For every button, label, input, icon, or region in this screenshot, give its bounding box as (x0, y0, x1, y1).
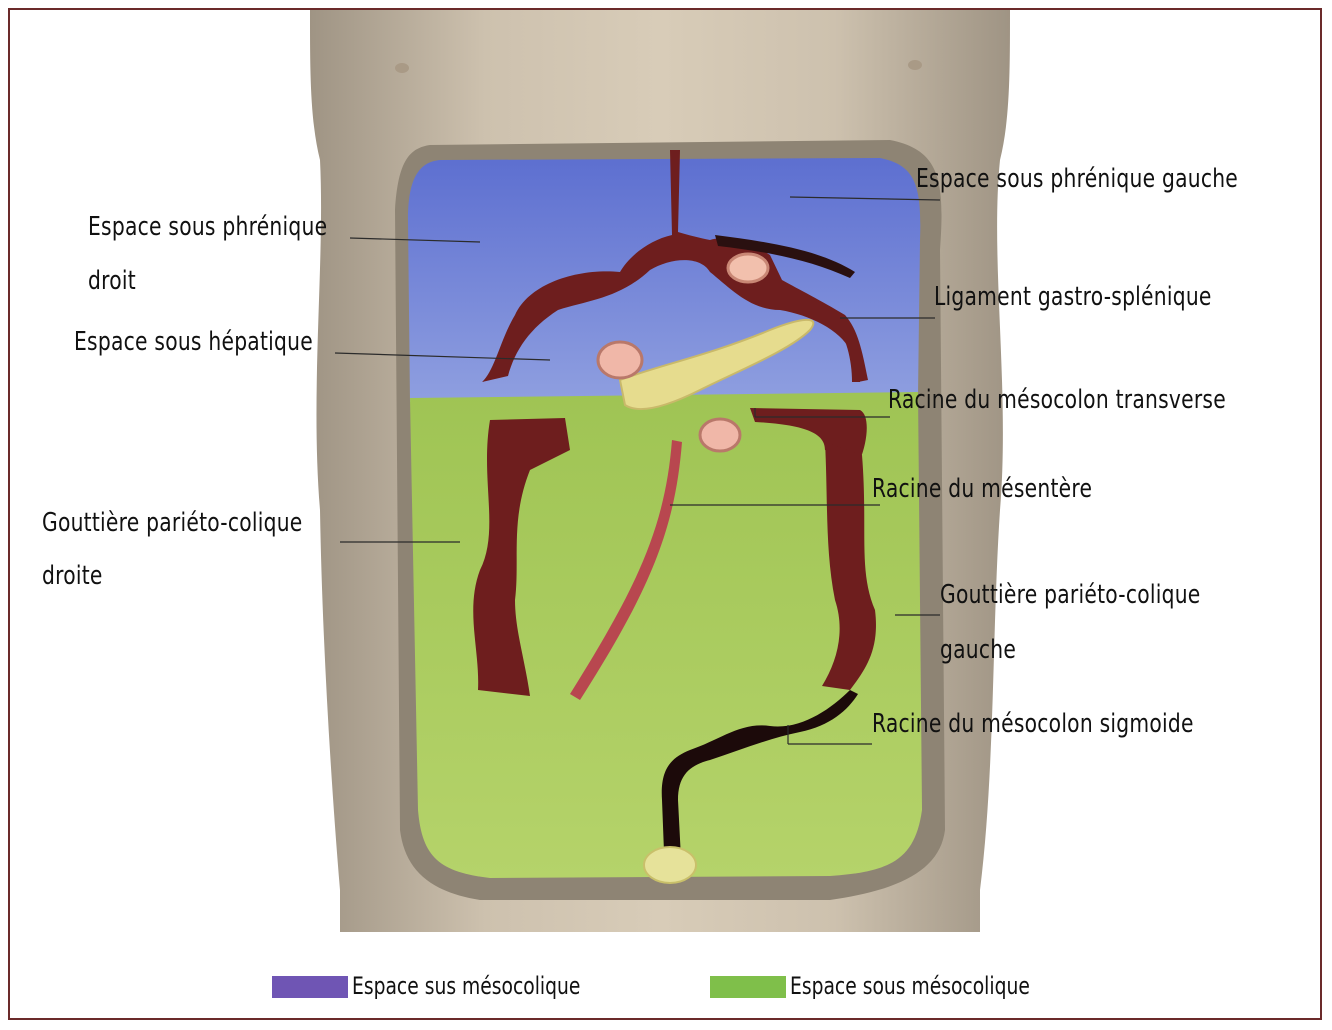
label-sous-phrenique-droit-line1: Espace sous phrénique (88, 213, 327, 242)
legend-swatch-sus-mesocolique (272, 976, 348, 998)
rectum (644, 847, 696, 883)
legend-label-sus-mesocolique: Espace sus mésocolique (352, 972, 580, 1000)
left-nipple (395, 63, 409, 73)
label-sous-hepatique: Espace sous hépatique (74, 328, 313, 357)
legend-label-sous-mesocolique: Espace sous mésocolique (790, 972, 1030, 1000)
label-sous-phrenique-droit-line2: droit (88, 267, 136, 296)
legend-swatch-sous-mesocolique (710, 976, 786, 998)
duodenum-vessel (598, 342, 642, 378)
label-gouttiere-droite-line2: droite (42, 562, 103, 591)
label-gouttiere-droite-line1: Gouttière pariéto-colique (42, 509, 302, 538)
label-ligament-gastro-splenique: Ligament gastro-splénique (934, 283, 1212, 312)
mesenteric-vessel (700, 419, 740, 451)
right-nipple (908, 60, 922, 70)
esophagus-vessel (728, 254, 768, 282)
label-racine-mesocolon-transverse: Racine du mésocolon transverse (888, 386, 1226, 415)
figure-frame: Espace sous phrénique droit Espace sous … (8, 8, 1322, 1020)
label-sous-phrenique-gauche: Espace sous phrénique gauche (916, 165, 1238, 194)
label-racine-mesocolon-sigmoide: Racine du mésocolon sigmoide (872, 710, 1194, 739)
label-gouttiere-gauche-line1: Gouttière pariéto-colique (940, 581, 1200, 610)
label-gouttiere-gauche-line2: gauche (940, 636, 1016, 665)
label-racine-mesentere: Racine du mésentère (872, 475, 1092, 504)
